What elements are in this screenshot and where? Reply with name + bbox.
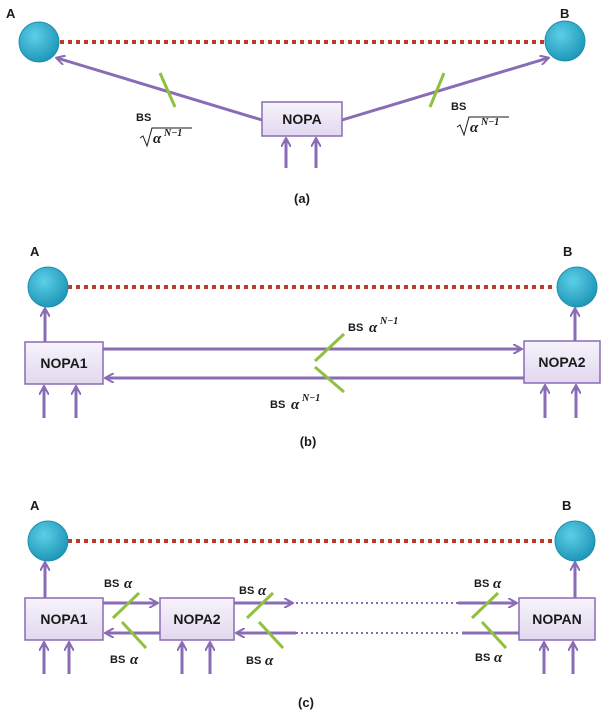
arrow-to-b [341, 58, 548, 122]
nopa2-label: NOPA2 [173, 611, 220, 627]
alpha-2-top: α [258, 583, 267, 599]
bs-top-label: BS [348, 322, 363, 334]
nopa2-box [523, 340, 601, 384]
nopan-box [518, 597, 596, 641]
node-a-label: A [30, 244, 40, 259]
node-b-label: B [560, 6, 569, 21]
node-a [18, 21, 60, 63]
node-b-label: B [562, 498, 571, 513]
beam-splitter-top [313, 332, 346, 363]
alpha-top: α [369, 320, 378, 336]
bs-bottom-label: BS [270, 399, 285, 411]
node-b [544, 20, 586, 62]
beam-splitter-2a [245, 591, 275, 620]
alpha-1-top: α [124, 576, 133, 592]
bs-label-2-bottom: BS [246, 655, 261, 667]
bs-left-label: BS [136, 112, 151, 124]
exponent-left: N−1 [163, 128, 182, 139]
exponent-right: N−1 [480, 117, 499, 128]
beam-splitter-3a [470, 591, 500, 620]
sqrt-symbol-right [456, 116, 509, 137]
bs-label-1-bottom: BS [110, 654, 125, 666]
nopa1-label: NOPA1 [40, 611, 87, 627]
nopa-label: NOPA [282, 111, 321, 127]
nopa1-label: NOPA1 [40, 355, 87, 371]
beam-splitter-left [158, 72, 177, 108]
beam-splitter-1a [111, 591, 141, 620]
exponent-bottom: N−1 [301, 393, 320, 404]
sqrt-symbol-left [139, 127, 192, 148]
bs-label-3-bottom: BS [475, 652, 490, 664]
bs-label-1-top: BS [104, 578, 119, 590]
alpha-bottom: α [291, 397, 300, 413]
node-a-label: A [30, 498, 40, 513]
beam-splitter-3b [480, 620, 508, 650]
beam-splitter-2b [257, 620, 285, 650]
caption-b: (b) [300, 434, 317, 449]
alpha-2-bottom: α [265, 653, 274, 669]
alpha-3-top: α [493, 576, 502, 592]
beam-splitter-bottom [314, 365, 345, 394]
node-b-label: B [563, 244, 572, 259]
panel-a: A B NOPA BS α N−1 BS α N−1 (a) [6, 6, 586, 206]
nopa1-box [24, 597, 104, 641]
caption-c: (c) [298, 695, 314, 710]
arrow-to-a [57, 58, 263, 122]
node-a [27, 266, 69, 308]
nopa-box [261, 101, 343, 137]
nopa2-label: NOPA2 [538, 354, 585, 370]
node-a-label: A [6, 6, 16, 21]
caption-a: (a) [294, 191, 310, 206]
alpha-3-bottom: α [494, 650, 503, 666]
nopan-label: NOPAN [532, 611, 582, 627]
alpha-left: α [153, 131, 162, 147]
bs-right-label: BS [451, 101, 466, 113]
alpha-right: α [470, 120, 479, 136]
node-b [556, 266, 598, 308]
bs-label-2-top: BS [239, 585, 254, 597]
node-b [554, 520, 596, 562]
nopa2-box [159, 597, 235, 641]
bs-label-3-top: BS [474, 578, 489, 590]
panel-b: A B NOPA1 NOPA2 BS α N−1 BS α N−1 (b) [24, 244, 601, 449]
node-a [27, 520, 69, 562]
alpha-1-bottom: α [130, 652, 139, 668]
exponent-top: N−1 [379, 316, 398, 327]
beam-splitter-right [428, 72, 446, 108]
beam-splitter-1b [120, 620, 148, 650]
nopa1-box [24, 341, 104, 385]
panel-c: A B NOPA1 NOPA2 NOPAN BS α BS α BS α B [24, 498, 596, 710]
